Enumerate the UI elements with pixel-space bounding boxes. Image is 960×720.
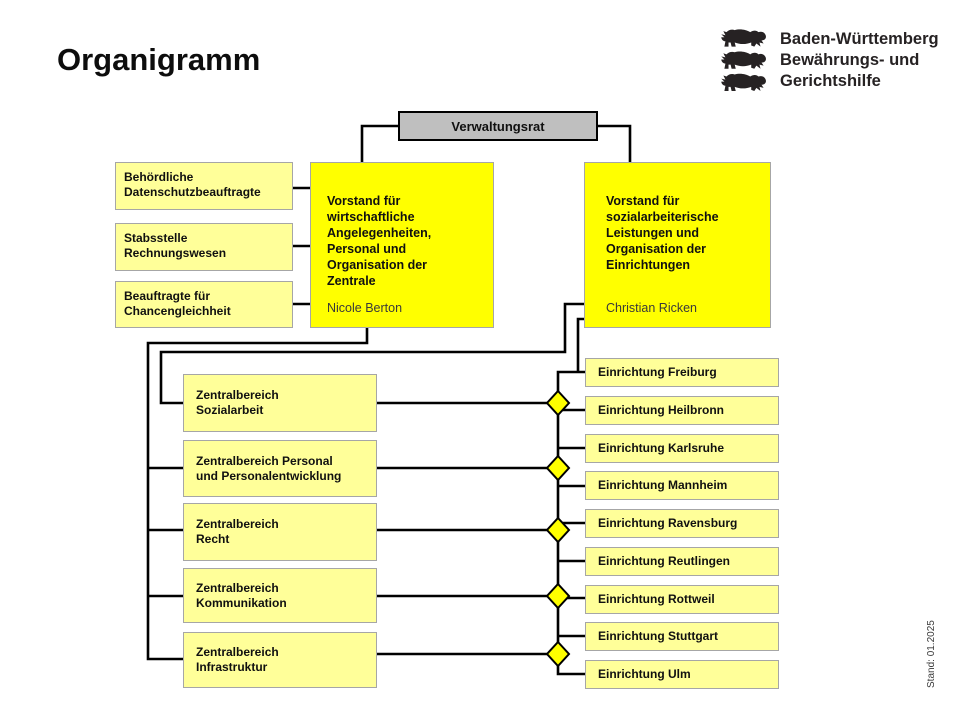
vorstand-sozial-person: Christian Ricken xyxy=(606,301,698,315)
vorstand-sozial-box: Vorstand für sozialarbeiterische Leistun… xyxy=(584,162,771,328)
org-chart-edges xyxy=(146,124,632,676)
logo-org-name: Baden-Württemberg Bewährungs- und Gerich… xyxy=(780,30,939,90)
diamond-connector-icon xyxy=(545,582,571,610)
staff-box-datenschutz: Behördliche Datenschutzbeauftragte xyxy=(115,162,293,210)
facility-box-ulm: Einrichtung Ulm xyxy=(585,660,779,689)
facility-box-heilbronn: Einrichtung Heilbronn xyxy=(585,396,779,425)
vorstand-wirtschaft-person: Nicole Berton xyxy=(327,301,403,315)
stand-note: Stand: 01.2025 xyxy=(926,620,937,688)
verwaltungsrat-box: Verwaltungsrat xyxy=(398,111,598,141)
facility-box-freiburg: Einrichtung Freiburg xyxy=(585,358,779,387)
central-box-personal: Zentralbereich Personal und Personalentw… xyxy=(183,440,377,497)
facility-box-rottweil: Einrichtung Rottweil xyxy=(585,585,779,614)
edge-root-left xyxy=(360,124,398,162)
central-box-sozialarbeit: Zentralbereich Sozialarbeit xyxy=(183,374,377,432)
vorstand-sozial-title: Vorstand für sozialarbeiterische Leistun… xyxy=(606,194,719,272)
central-box-kommunikation: Zentralbereich Kommunikation xyxy=(183,568,377,623)
staff-box-chancengleichheit: Beauftragte für Chancengleichheit xyxy=(115,281,293,328)
diamond-connector-icon xyxy=(545,516,571,544)
facility-box-ravensburg: Einrichtung Ravensburg xyxy=(585,509,779,538)
page-title: Organigramm xyxy=(57,42,261,77)
facility-box-karlsruhe: Einrichtung Karlsruhe xyxy=(585,434,779,463)
bw-three-lions-icon xyxy=(721,29,766,91)
diamond-connector-icon xyxy=(545,389,571,417)
facility-box-mannheim: Einrichtung Mannheim xyxy=(585,471,779,500)
central-box-infrastruktur: Zentralbereich Infrastruktur xyxy=(183,632,377,688)
staff-box-rechnungswesen: Stabsstelle Rechnungswesen xyxy=(115,223,293,271)
edge-left-spine xyxy=(146,328,369,661)
facility-box-stuttgart: Einrichtung Stuttgart xyxy=(585,622,779,651)
diamond-connector-icon xyxy=(545,454,571,482)
vorstand-wirtschaft-title: Vorstand für wirtschaftliche Angelegenhe… xyxy=(327,194,432,288)
diamond-connector-icon xyxy=(545,640,571,668)
logo: Baden-Württemberg Bewährungs- und Gerich… xyxy=(718,28,939,92)
diamond-connectors xyxy=(545,389,571,668)
central-box-recht: Zentralbereich Recht xyxy=(183,503,377,561)
vorstand-wirtschaft-box: Vorstand für wirtschaftliche Angelegenhe… xyxy=(310,162,494,328)
edge-right-drop xyxy=(576,317,584,372)
edge-root-right xyxy=(598,124,632,162)
edge-central-1 xyxy=(159,302,584,405)
facility-box-reutlingen: Einrichtung Reutlingen xyxy=(585,547,779,576)
